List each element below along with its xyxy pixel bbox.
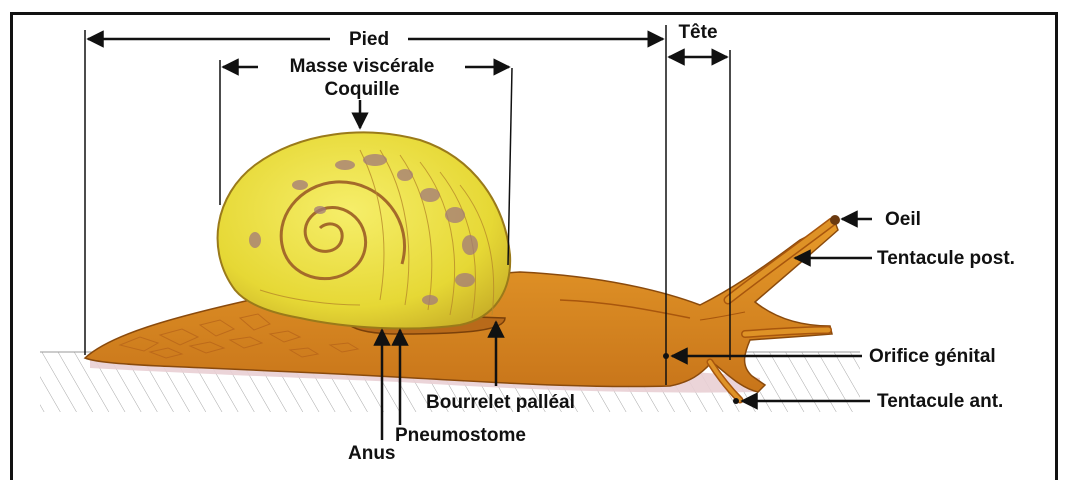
label-pneumostome: Pneumostome — [395, 425, 526, 446]
shell — [218, 132, 511, 328]
label-tentacule-ant: Tentacule ant. — [877, 391, 1003, 412]
label-oeil: Oeil — [885, 209, 921, 230]
label-coquille: Coquille — [325, 79, 400, 100]
label-pied: Pied — [349, 29, 389, 50]
label-anus: Anus — [348, 443, 396, 464]
label-bourrelet-palleal: Bourrelet palléal — [426, 392, 575, 413]
label-orifice-genital: Orifice génital — [869, 346, 996, 367]
label-masse-viscerale: Masse viscérale — [290, 56, 435, 77]
label-tete: Tête — [678, 22, 717, 43]
label-tentacule-post: Tentacule post. — [877, 248, 1015, 269]
